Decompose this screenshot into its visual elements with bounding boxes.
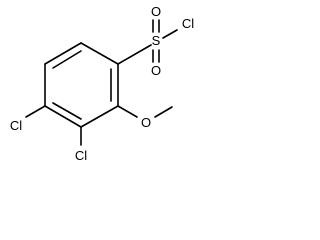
sulfonyl-chloride-group: S Cl O O bbox=[117, 4, 194, 78]
methoxy-group: O bbox=[117, 105, 173, 130]
bond-ring-upper-left bbox=[44, 42, 82, 65]
atom-label-chlorine-bottom: Cl bbox=[75, 148, 87, 163]
bond-methoxy-oxygen-to-methyl bbox=[154, 106, 173, 118]
bond-ring-to-methoxy-oxygen bbox=[117, 105, 138, 118]
chemical-structure: S Cl O O O Cl Cl bbox=[10, 4, 194, 163]
bond-sulfur-chlorine bbox=[162, 29, 178, 39]
bond-ring-to-chlorine-left bbox=[25, 105, 46, 118]
atom-label-sulfonyl-chlorine: Cl bbox=[182, 16, 194, 31]
bond-ring-to-sulfur bbox=[117, 44, 152, 65]
atom-label-chlorine-left: Cl bbox=[10, 118, 22, 133]
atom-label-methoxy-oxygen: O bbox=[141, 115, 151, 130]
bond-ring-lower-right bbox=[80, 105, 119, 128]
chloro-substituents: Cl Cl bbox=[10, 105, 87, 163]
double-bond-inner-bottom-left bbox=[52, 102, 82, 120]
atom-label-sulfonyl-oxygen-bottom: O bbox=[151, 63, 161, 78]
bond-ring-top bbox=[80, 42, 119, 65]
benzene-ring bbox=[44, 42, 119, 128]
atom-label-sulfonyl-oxygen-top: O bbox=[151, 4, 161, 19]
bond-ring-lower-left bbox=[44, 105, 82, 128]
double-bond-inner-top-left bbox=[52, 50, 82, 69]
atom-label-sulfur: S bbox=[152, 33, 161, 48]
